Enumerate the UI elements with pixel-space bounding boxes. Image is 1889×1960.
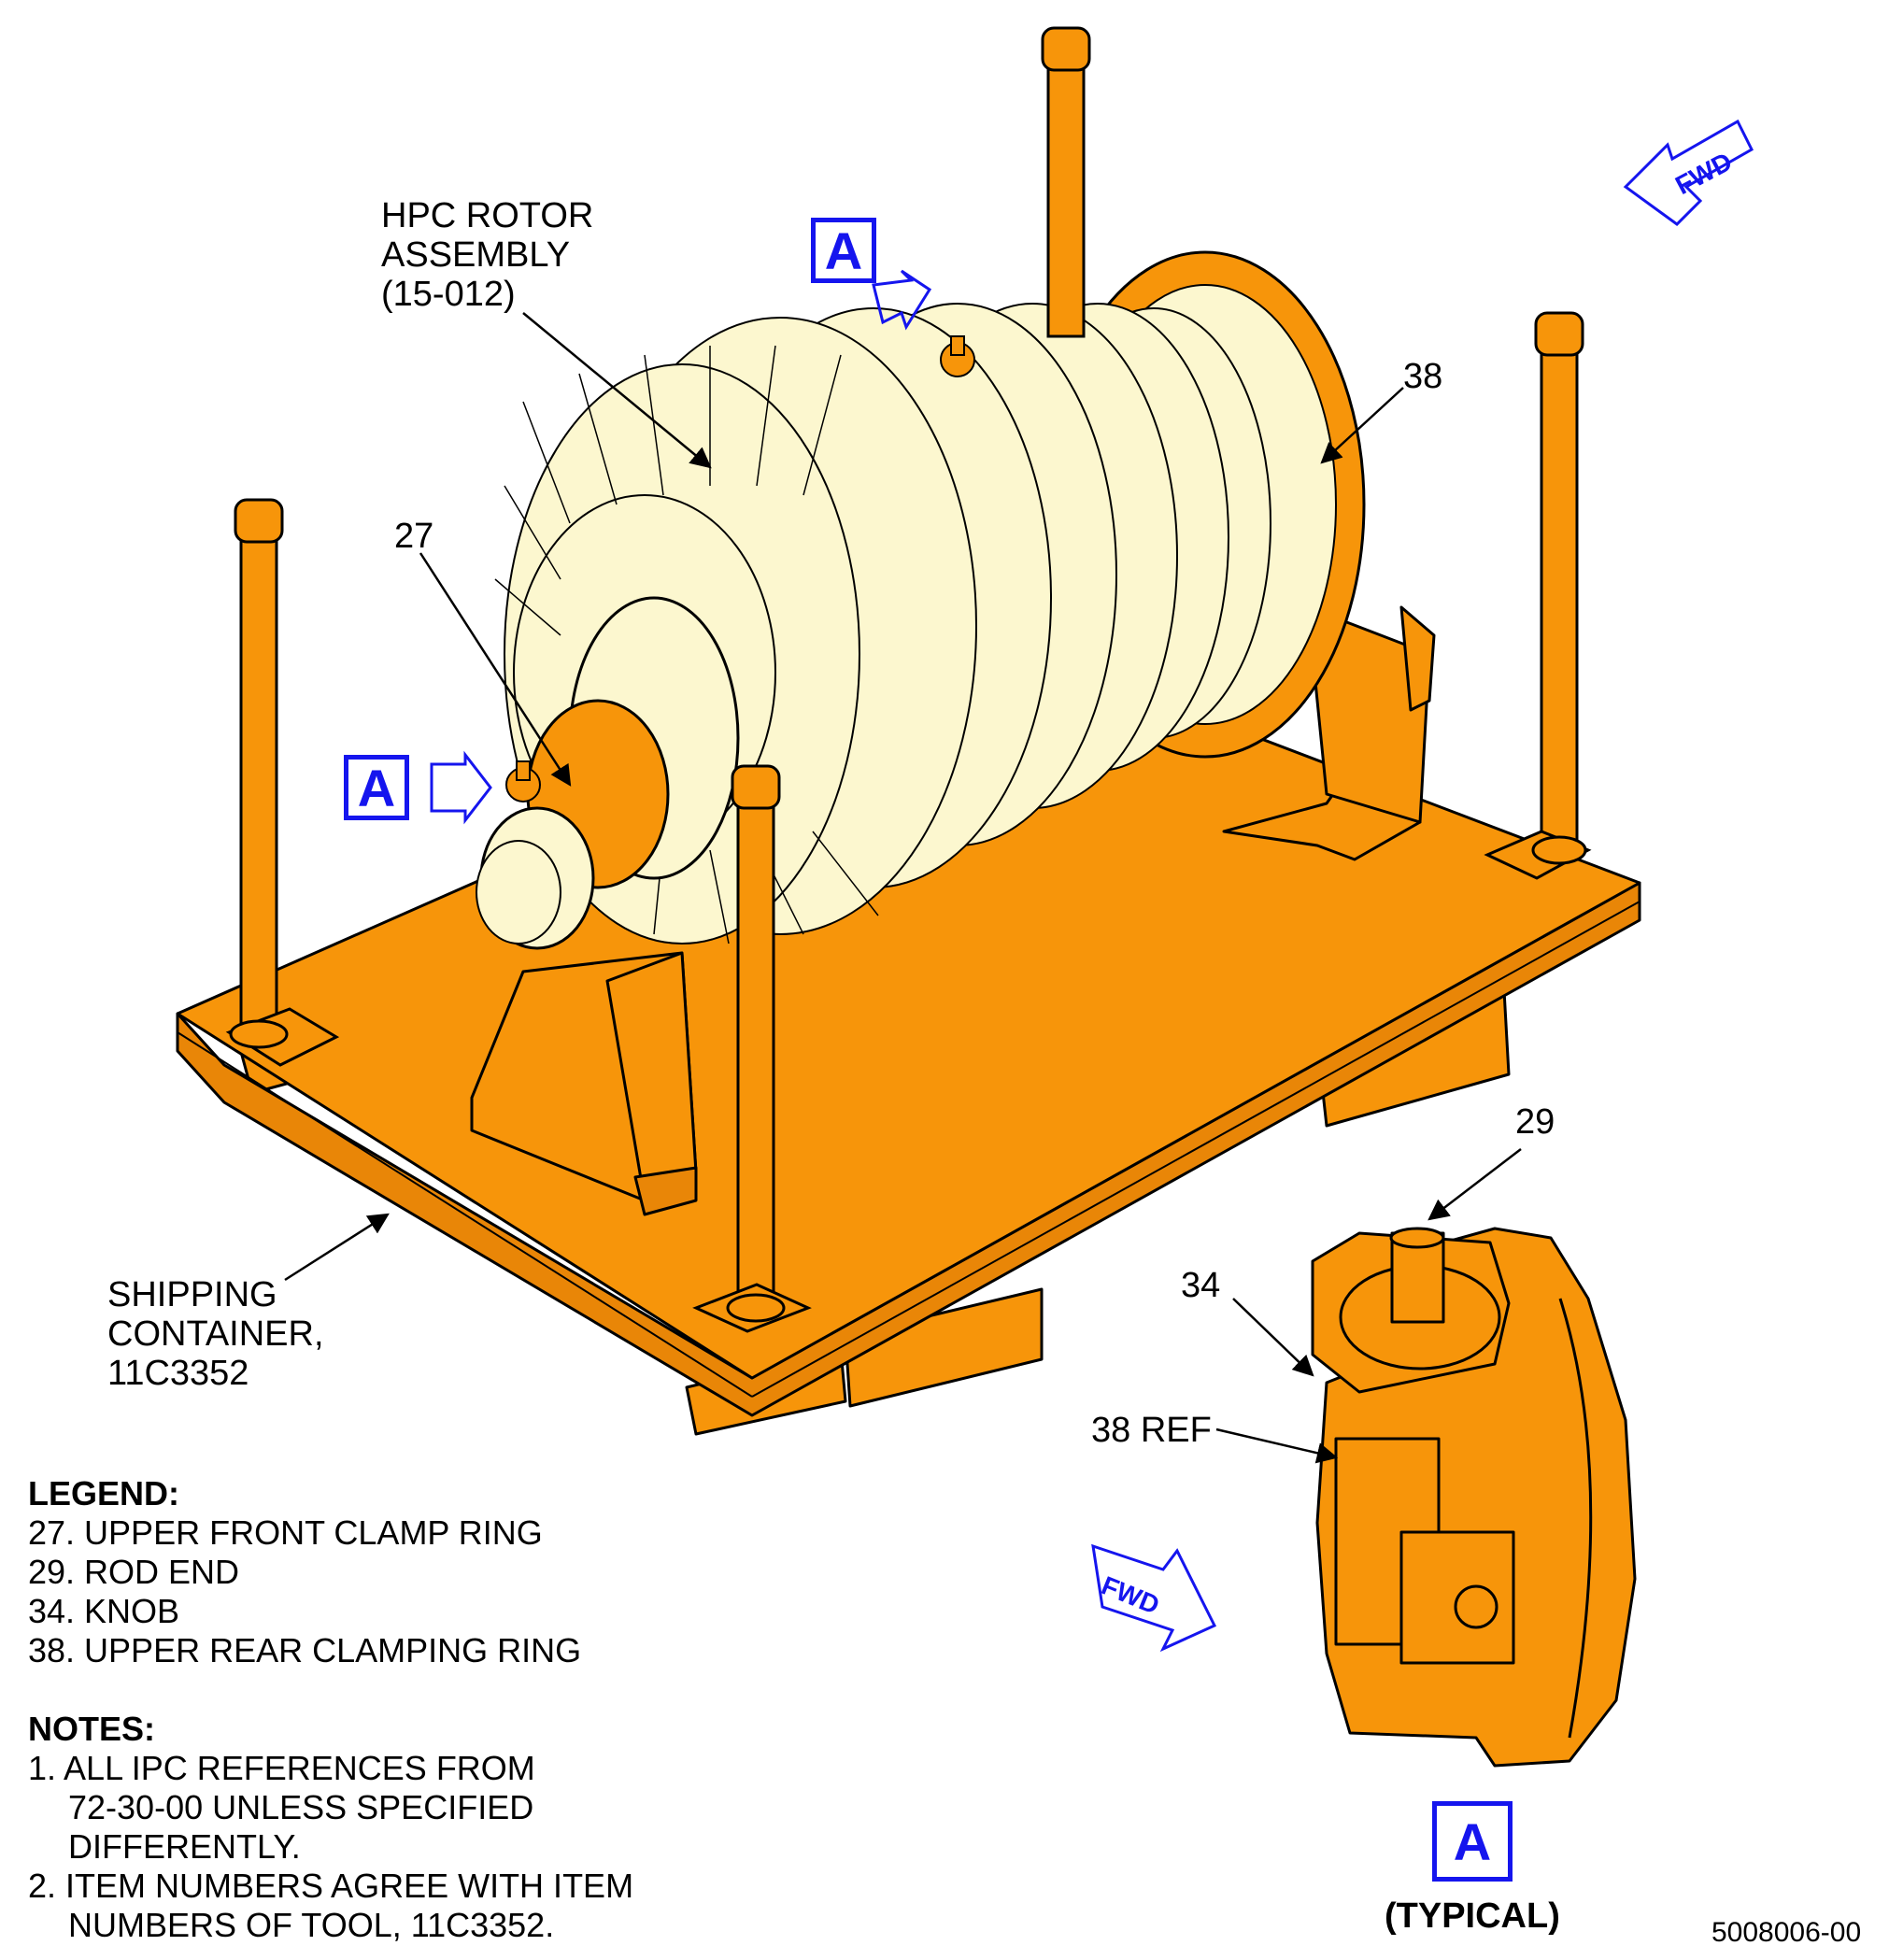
view-typical-label: (TYPICAL) bbox=[1385, 1896, 1560, 1936]
note-line: 2. ITEM NUMBERS AGREE WITH ITEM bbox=[28, 1867, 634, 1905]
hpc-rotor-assembly bbox=[476, 250, 1366, 950]
notes-title: NOTES: bbox=[28, 1710, 156, 1748]
knob-and-rod-end bbox=[505, 335, 975, 802]
figure-id: 5008006-00 bbox=[1711, 1917, 1862, 1948]
legend-title: LEGEND: bbox=[28, 1474, 179, 1513]
hpc-rotor-label-line: ASSEMBLY bbox=[381, 235, 571, 275]
shipping-container-label-line: 11C3352 bbox=[107, 1354, 249, 1393]
view-flag-a: A bbox=[1432, 1801, 1513, 1882]
note-line: NUMBERS OF TOOL, 11C3352. bbox=[68, 1906, 555, 1944]
front-support-pedestal bbox=[470, 951, 698, 1216]
shipping-container-label-line: CONTAINER, bbox=[107, 1314, 324, 1354]
legend-item: 27. UPPER FRONT CLAMP RING bbox=[28, 1513, 543, 1552]
legend-item: 29. ROD END bbox=[28, 1553, 240, 1591]
leader-lines bbox=[284, 312, 1522, 1464]
hpc-rotor-label-line: HPC ROTOR bbox=[381, 196, 594, 235]
shipping-container-label-line: SHIPPING bbox=[107, 1275, 277, 1314]
callout-38-ref: 38 REF bbox=[1091, 1411, 1212, 1450]
callout-34: 34 bbox=[1181, 1266, 1221, 1305]
note-line: 72-30-00 UNLESS SPECIFIED bbox=[68, 1788, 534, 1826]
callout-29: 29 bbox=[1515, 1102, 1555, 1142]
rear-support-pedestal bbox=[1222, 605, 1436, 861]
legend-item: 34. KNOB bbox=[28, 1592, 180, 1630]
callout-27: 27 bbox=[394, 517, 434, 556]
legend: LEGEND: 27. UPPER FRONT CLAMP RING 29. R… bbox=[28, 1474, 581, 1670]
view-flag-a: A bbox=[344, 755, 409, 820]
note-line: 1. ALL IPC REFERENCES FROM bbox=[28, 1749, 535, 1787]
detail-a-view bbox=[1311, 1227, 1637, 1768]
legend-item: 38. UPPER REAR CLAMPING RING bbox=[28, 1631, 582, 1669]
view-flag-a: A bbox=[811, 218, 876, 283]
notes: NOTES: 1. ALL IPC REFERENCES FROM 72-30-… bbox=[28, 1710, 633, 1945]
fwd-arrows bbox=[430, 119, 1754, 1653]
callout-38: 38 bbox=[1403, 357, 1443, 396]
note-line: DIFFERENTLY. bbox=[68, 1827, 301, 1866]
hpc-rotor-label-line: (15-012) bbox=[381, 275, 516, 314]
corner-posts bbox=[225, 26, 1592, 1333]
